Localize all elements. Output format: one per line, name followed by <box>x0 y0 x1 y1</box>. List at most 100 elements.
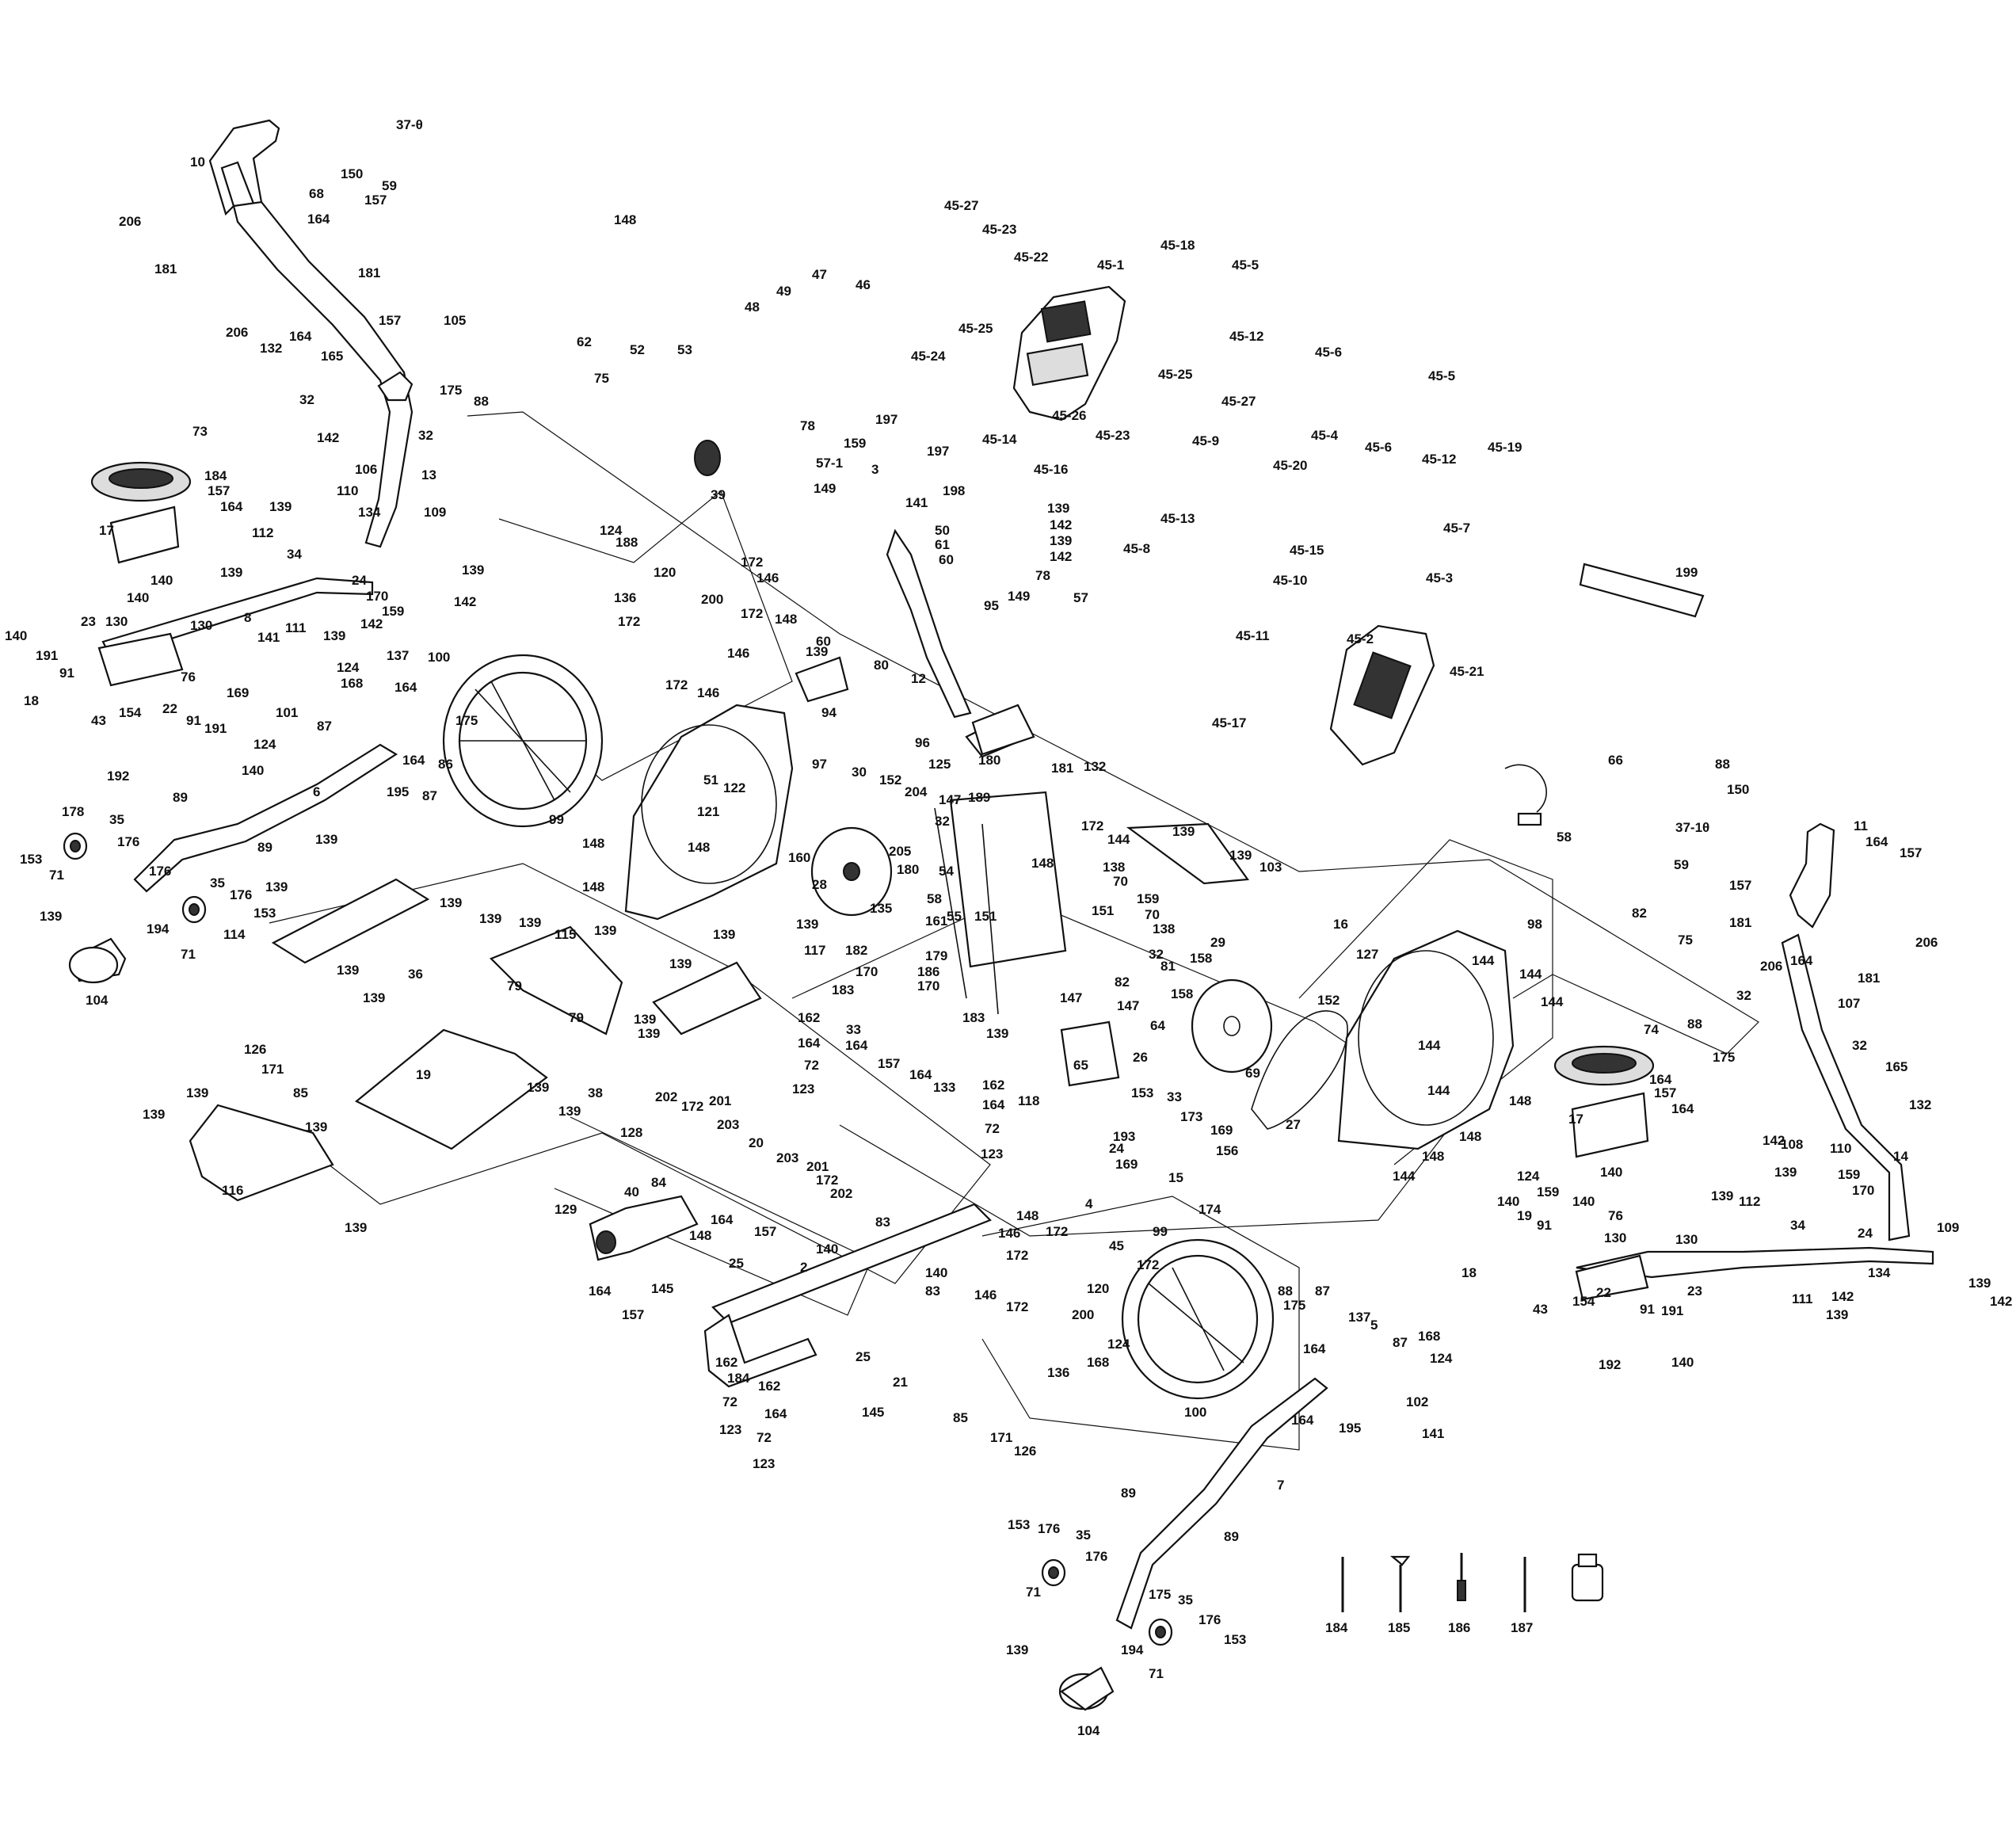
part-label: 145 <box>651 1281 673 1296</box>
part-label: 157 <box>878 1056 900 1071</box>
part-label: 140 <box>816 1241 838 1257</box>
part-label: 79 <box>569 1010 584 1025</box>
part-label: 108 <box>1781 1137 1803 1152</box>
part-label: 55 <box>947 909 962 924</box>
part-label: 120 <box>654 565 676 580</box>
part-label: 150 <box>1727 782 1749 797</box>
part-label: 188 <box>615 535 638 550</box>
part-label: 98 <box>1527 917 1542 932</box>
part-label: 147 <box>1060 990 1082 1005</box>
part-label: 26 <box>1133 1050 1148 1065</box>
part-label: 24 <box>1109 1141 1124 1156</box>
misc-parts <box>694 440 1705 1087</box>
part-label: 80 <box>874 658 889 673</box>
part-label: 203 <box>717 1117 739 1132</box>
part-label: 184 <box>727 1371 750 1386</box>
part-label: 38 <box>588 1085 603 1100</box>
part-label: 32 <box>299 392 314 407</box>
part-label: 206 <box>1915 935 1938 950</box>
part-label: 153 <box>1131 1085 1153 1100</box>
part-label: 201 <box>806 1159 829 1174</box>
part-label: 136 <box>1047 1365 1069 1380</box>
part-label: 45-6 <box>1315 345 1342 360</box>
part-label: 176 <box>149 864 171 879</box>
part-label: 153 <box>1224 1632 1246 1647</box>
part-label: 111 <box>1792 1291 1813 1306</box>
part-label: 32 <box>418 428 433 443</box>
part-label: 140 <box>1600 1165 1622 1180</box>
part-label: 173 <box>1180 1109 1202 1124</box>
part-label: 48 <box>745 299 760 315</box>
part-label: 59 <box>1674 857 1689 872</box>
part-label: 117 <box>804 943 825 958</box>
part-label: 178 <box>62 804 84 819</box>
part-label: 147 <box>1117 998 1139 1013</box>
part-label: 18 <box>24 693 39 708</box>
part-label: 25 <box>729 1256 744 1271</box>
part-label: 142 <box>1050 549 1072 564</box>
part-label: 60 <box>939 552 954 567</box>
part-label: 87 <box>1393 1335 1408 1350</box>
part-label: 102 <box>1406 1394 1428 1409</box>
part-label: 133 <box>933 1080 955 1095</box>
part-label: 139 <box>40 909 62 924</box>
part-label: 23 <box>81 614 96 629</box>
part-label: 187 <box>1511 1620 1533 1635</box>
part-label: 148 <box>582 836 604 851</box>
part-label: 54 <box>939 864 954 879</box>
part-label: 156 <box>1216 1143 1238 1158</box>
part-label: 176 <box>1038 1521 1060 1536</box>
part-label: 88 <box>1687 1016 1702 1032</box>
part-label: 78 <box>1035 568 1050 583</box>
part-label: 2 <box>800 1260 807 1275</box>
part-label: 126 <box>1014 1444 1036 1459</box>
part-label: 139 <box>323 628 345 643</box>
part-label: 136 <box>614 590 636 605</box>
part-label: 139 <box>1006 1642 1028 1657</box>
part-label: 64 <box>1150 1018 1165 1033</box>
part-label: 114 <box>223 927 246 942</box>
part-label: 139 <box>594 923 616 938</box>
part-label: 171 <box>990 1430 1012 1445</box>
part-label: 58 <box>927 891 942 906</box>
part-label: 91 <box>59 666 74 681</box>
motor-40 <box>589 1195 699 1261</box>
part-label: 139 <box>558 1104 581 1119</box>
part-label: 72 <box>804 1058 819 1073</box>
part-label: 138 <box>1153 921 1175 936</box>
part-label: 139 <box>479 911 501 926</box>
part-label: 75 <box>1678 933 1693 948</box>
part-label: 130 <box>1604 1230 1626 1245</box>
part-label: 43 <box>91 713 106 728</box>
part-label: 144 <box>1418 1038 1441 1053</box>
part-label: 205 <box>889 844 911 859</box>
part-label: 197 <box>927 444 949 459</box>
part-label: 195 <box>1339 1421 1361 1436</box>
part-label: 140 <box>151 573 173 588</box>
part-label: 157 <box>754 1224 776 1239</box>
part-label: 172 <box>1006 1248 1028 1263</box>
left-shroud-97 <box>624 704 794 921</box>
part-label: 4 <box>1085 1196 1093 1211</box>
part-label: 17 <box>1568 1112 1583 1127</box>
part-label: 16 <box>1333 917 1348 932</box>
part-label: 141 <box>905 495 928 510</box>
part-label: 40 <box>624 1184 639 1200</box>
part-label: 60 <box>816 634 831 649</box>
part-label: 175 <box>1283 1298 1305 1313</box>
part-label: 142 <box>360 616 383 631</box>
part-label: 89 <box>1224 1529 1239 1544</box>
part-label: 72 <box>722 1394 737 1409</box>
part-label: 134 <box>358 505 381 520</box>
part-label: 130 <box>190 618 212 633</box>
part-label: 139 <box>315 832 337 847</box>
part-label: 70 <box>1113 874 1128 889</box>
part-label: 175 <box>1713 1050 1735 1065</box>
part-label: 146 <box>756 570 779 585</box>
part-label: 193 <box>1113 1129 1135 1144</box>
part-label: 172 <box>665 677 688 692</box>
part-label: 32 <box>1149 947 1164 962</box>
part-label: 181 <box>154 261 177 277</box>
part-label: 45-4 <box>1311 428 1339 443</box>
